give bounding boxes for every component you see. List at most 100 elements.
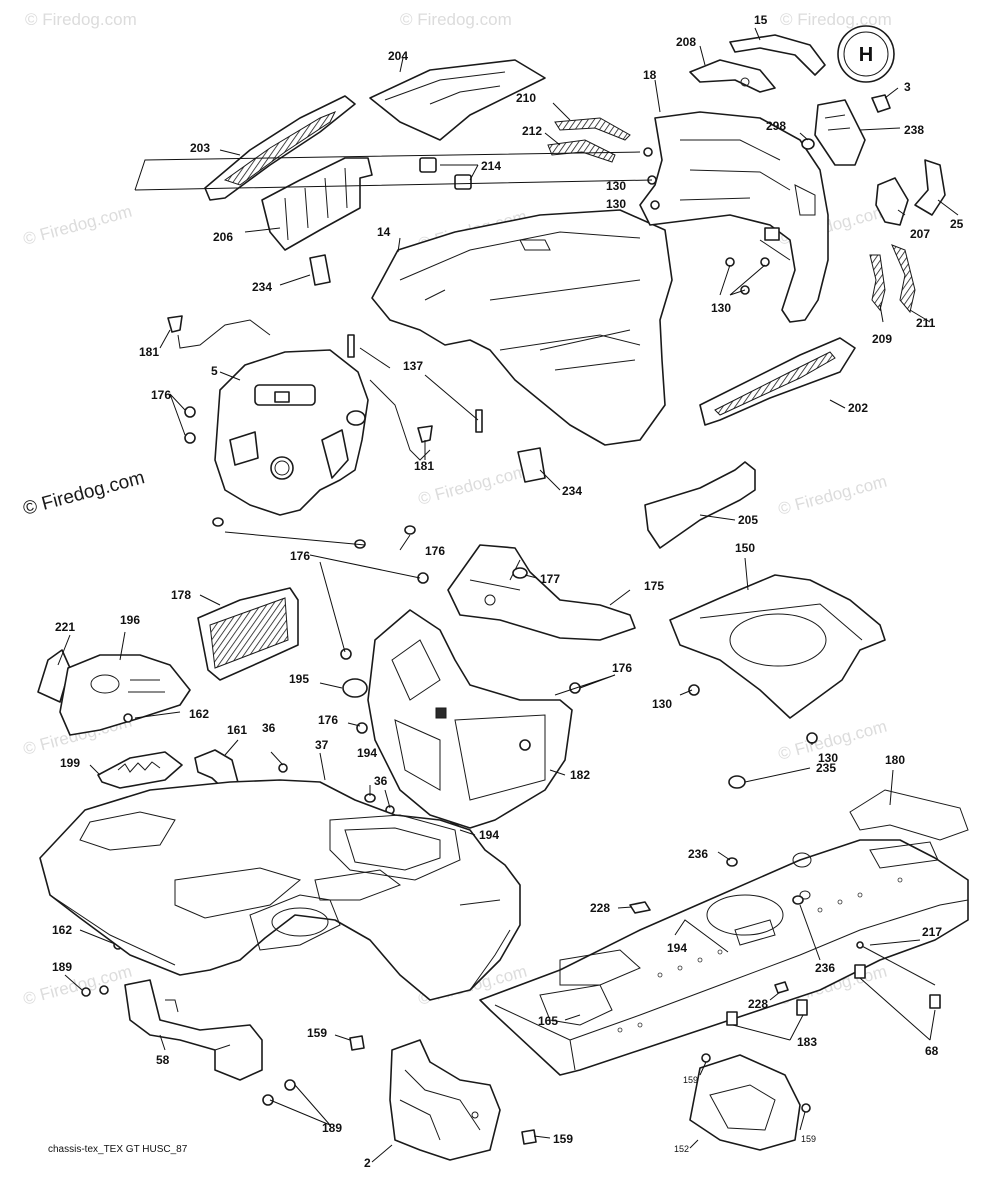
callout-161: 161	[227, 723, 247, 737]
callout-159: 159	[553, 1132, 573, 1146]
part-206-bracket	[261, 157, 373, 251]
part-207-cover	[875, 177, 909, 226]
callout-159: 159	[801, 1134, 816, 1144]
watermark: © Firedog.com	[400, 10, 512, 29]
callout-234: 234	[562, 484, 582, 498]
callout-209: 209	[872, 332, 892, 346]
callouts: 204 15 208 18 3 210 212 203 214 298 238 …	[52, 13, 964, 1170]
callout-176: 176	[318, 713, 338, 727]
callout-68: 68	[925, 1044, 939, 1058]
callout-207: 207	[910, 227, 930, 241]
part-137-rods	[347, 334, 483, 433]
part-176-washers	[184, 406, 416, 549]
part-175-bracket	[447, 544, 636, 641]
cable	[177, 319, 431, 461]
callout-206: 206	[213, 230, 233, 244]
callout-18: 18	[643, 68, 657, 82]
callout-214: 214	[481, 159, 501, 173]
watermark: © Firedog.com	[21, 962, 134, 1009]
callout-217: 217	[922, 925, 942, 939]
part-235-spacer	[728, 775, 746, 789]
callout-159: 159	[683, 1075, 698, 1085]
callout-177: 177	[540, 572, 560, 586]
part-202-grille	[699, 337, 856, 426]
part-5-dash	[214, 349, 369, 516]
callout-183: 183	[797, 1035, 817, 1049]
logo-letter: H	[859, 44, 873, 66]
part-159-bolts	[349, 1035, 811, 1145]
callout-228: 228	[748, 997, 768, 1011]
leader-lines	[57, 27, 959, 1163]
watermark: © Firedog.com	[776, 472, 889, 519]
callout-194: 194	[667, 941, 687, 955]
callout-36: 36	[262, 721, 276, 735]
part-298-nut	[801, 138, 815, 150]
part-234-pad	[309, 254, 331, 286]
watermark: © Firedog.com	[780, 10, 892, 29]
callout-130: 130	[606, 197, 626, 211]
part-205-cover	[644, 461, 756, 549]
callout-236: 236	[815, 961, 835, 975]
part-203-grille	[204, 95, 356, 201]
callout-205: 205	[738, 513, 758, 527]
callout-178: 178	[171, 588, 191, 602]
part-189-bolts	[81, 985, 296, 1106]
part-221-cover	[37, 649, 71, 703]
callout-37: 37	[315, 738, 329, 752]
part-68-bolts	[854, 964, 941, 1009]
part-199-plate	[97, 751, 183, 789]
callout-211: 211	[916, 316, 936, 330]
callout-175: 175	[644, 579, 664, 593]
callout-203: 203	[190, 141, 210, 155]
callout-165: 165	[538, 1014, 558, 1028]
callout-14: 14	[377, 225, 391, 239]
part-181-fastener	[167, 315, 433, 443]
callout-236: 236	[688, 847, 708, 861]
callout-189: 189	[52, 960, 72, 974]
watermark: © Firedog.com	[25, 10, 137, 29]
part-14-hood	[371, 209, 673, 446]
part-217-rod	[856, 941, 936, 986]
callout-234: 234	[252, 280, 272, 294]
callout-194: 194	[357, 746, 377, 760]
part-195-plug	[342, 678, 368, 698]
part-152-cover	[689, 1054, 801, 1151]
callout-2: 2	[364, 1156, 371, 1170]
part-209-screen	[869, 254, 886, 312]
callout-210: 210	[516, 91, 536, 105]
callout-180: 180	[885, 753, 905, 767]
callout-36: 36	[374, 774, 388, 788]
callout-238: 238	[904, 123, 924, 137]
diagram-code: chassis-tex_TEX GT HUSC_87	[48, 1144, 188, 1155]
part-183-bolts	[726, 999, 808, 1026]
part-2-plate	[389, 1039, 501, 1161]
callout-137: 137	[403, 359, 423, 373]
callout-181: 181	[414, 459, 434, 473]
callout-204: 204	[388, 49, 408, 63]
callout-150: 150	[735, 541, 755, 555]
callout-162: 162	[52, 923, 72, 937]
watermark-main: © Firedog.com	[21, 467, 147, 520]
callout-176: 176	[290, 549, 310, 563]
callout-176: 176	[425, 544, 445, 558]
callout-202: 202	[848, 401, 868, 415]
callout-58: 58	[156, 1053, 170, 1067]
callout-130: 130	[818, 751, 838, 765]
callout-181: 181	[139, 345, 159, 359]
callout-199: 199	[60, 756, 80, 770]
callout-221: 221	[55, 620, 75, 634]
callout-176: 176	[612, 661, 632, 675]
callout-196: 196	[120, 613, 140, 627]
callout-130: 130	[652, 697, 672, 711]
part-178-grille	[197, 587, 299, 681]
part-238-panel	[814, 99, 866, 166]
part-234-pad-2	[517, 447, 546, 483]
part-208-bracket	[689, 59, 776, 93]
callout-212: 212	[522, 124, 542, 138]
part-214-clips	[419, 157, 472, 190]
callout-228: 228	[590, 901, 610, 915]
part-18-fender	[639, 111, 829, 323]
callout-235: 235	[816, 761, 836, 775]
part-211-screen	[891, 244, 916, 314]
callout-195: 195	[289, 672, 309, 686]
